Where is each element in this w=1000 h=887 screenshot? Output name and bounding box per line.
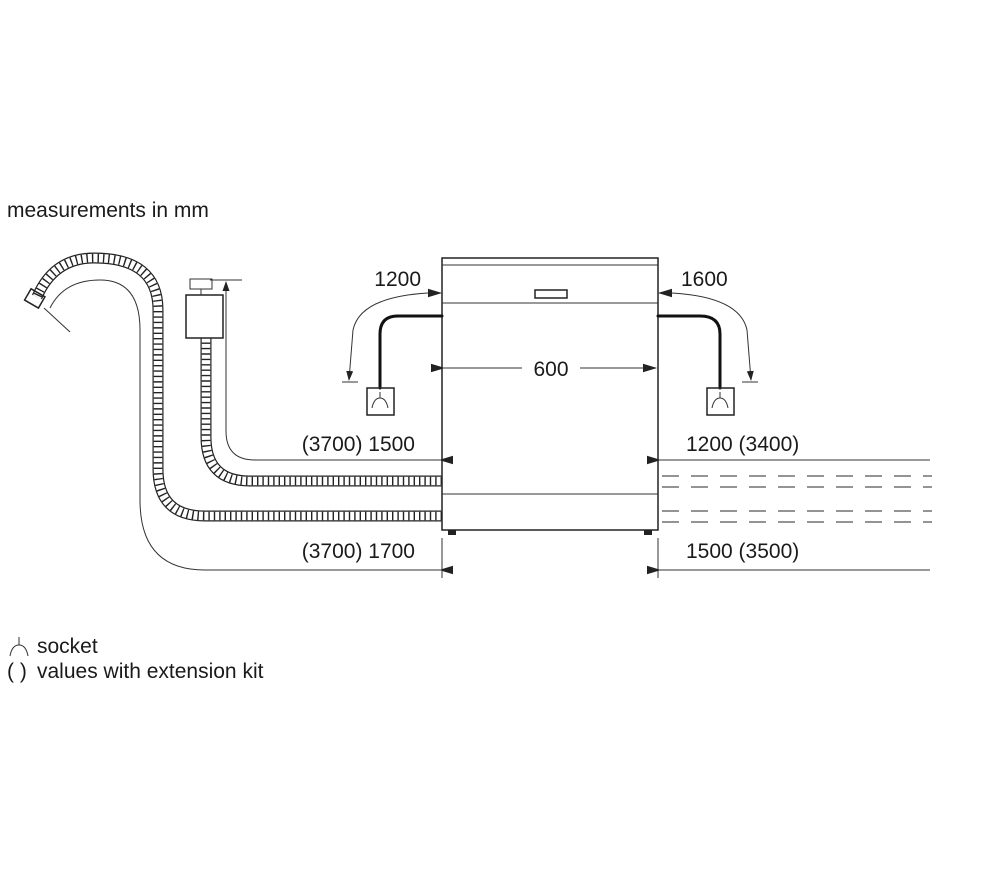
legend-extension-symbol: ( ) — [7, 660, 27, 683]
left-power-cable: 1200 — [342, 268, 444, 416]
drain-hose-end-fitting — [185, 294, 224, 339]
left-inlet-hose-label: (3700) 1700 — [302, 540, 415, 563]
inlet-hose: (3700) 1700 — [23, 252, 453, 575]
width-label: 600 — [533, 358, 568, 381]
legend-extension-label: values with extension kit — [37, 660, 264, 683]
foot-left — [448, 530, 456, 535]
right-drain-hose-label: 1200 (3400) — [686, 433, 799, 456]
left-power-cable-label: 1200 — [374, 268, 421, 291]
measurements-note: measurements in mm — [7, 199, 209, 222]
legend: socket ( ) values with extension kit — [7, 635, 264, 683]
right-hose-routes: 1200 (3400) 1500 (3500) — [647, 433, 932, 575]
drain-hose: (3700) 1500 — [185, 278, 453, 487]
control-panel-display — [534, 289, 568, 299]
right-power-cable-label: 1600 — [681, 268, 728, 291]
foot-right — [644, 530, 652, 535]
left-drain-hose-label: (3700) 1500 — [302, 433, 415, 456]
right-inlet-hose-label: 1500 (3500) — [686, 540, 799, 563]
legend-socket-label: socket — [37, 635, 98, 658]
dishwasher-front — [441, 257, 659, 535]
width-dimension: 600 — [431, 358, 657, 381]
socket-icon — [9, 637, 29, 657]
inlet-hose-connector — [23, 287, 46, 310]
socket-icon — [706, 387, 735, 416]
right-power-cable: 1600 — [656, 268, 758, 416]
